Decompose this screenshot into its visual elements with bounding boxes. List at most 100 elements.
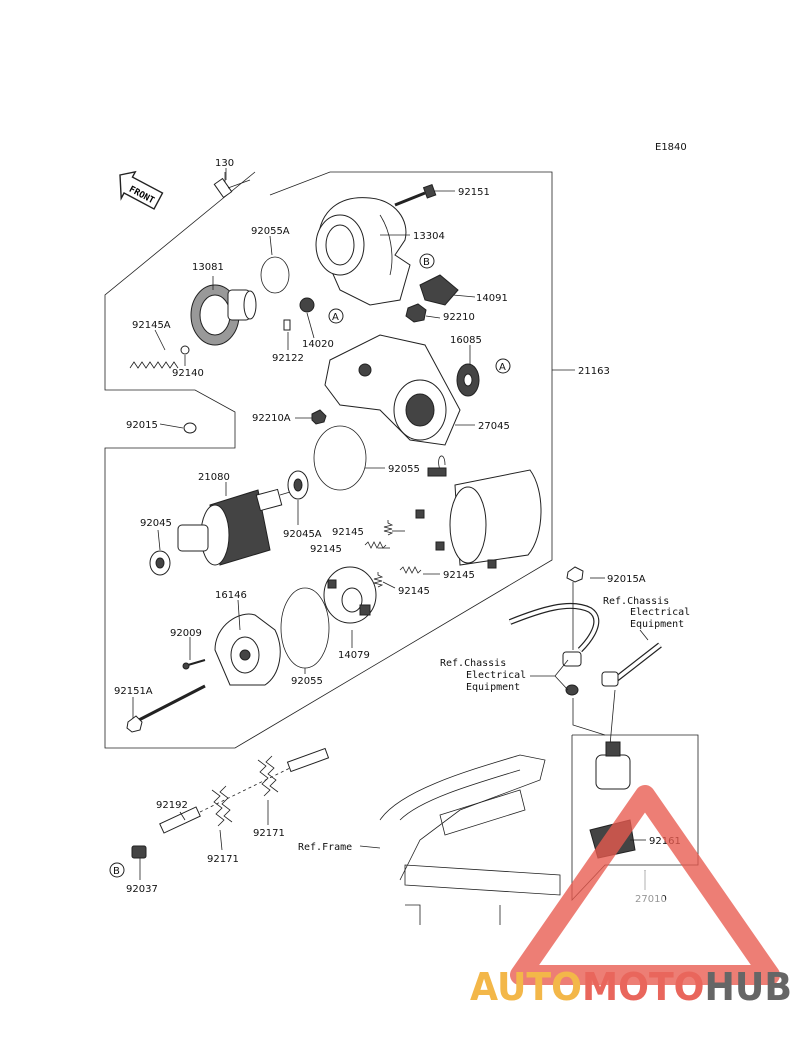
svg-text:B: B: [423, 257, 430, 268]
spring-92145A: [129, 361, 179, 369]
watermark-hub: HUB: [705, 965, 792, 1009]
bearing-92045A: [287, 470, 309, 500]
clutch-13081: [190, 284, 257, 346]
leader-cable-solenoid: [572, 698, 606, 736]
label-92145-b: 92145: [310, 544, 342, 555]
assembly-frame: [104, 171, 553, 749]
cable-clip-92171-b: [257, 755, 279, 797]
nut-92015A: [566, 566, 584, 583]
ref-chassis-left-line3: Equipment: [466, 682, 520, 693]
svg-text:A: A: [332, 312, 339, 323]
callout-a-2: A: [495, 358, 511, 374]
label-92145A: 92145A: [132, 320, 171, 331]
bolt-92151: [394, 183, 437, 207]
spring-92145-3: [399, 566, 422, 574]
label-27045: 27045: [478, 421, 510, 432]
label-14020: 14020: [302, 339, 334, 350]
cover-14091: [419, 274, 459, 306]
bolt-130: [213, 172, 251, 199]
gear-16085: [456, 363, 480, 397]
yoke-field-coil: [415, 455, 542, 569]
leader-cable-solenoid-2: [609, 689, 616, 746]
ball-92140: [180, 345, 190, 355]
label-16146: 16146: [215, 590, 247, 601]
label-92171-b: 92171: [253, 828, 285, 839]
label-21163: 21163: [578, 366, 610, 377]
label-92210A: 92210A: [252, 413, 291, 424]
brush-holder-14079: [323, 566, 377, 624]
svg-text:A: A: [499, 362, 506, 373]
label-92192: 92192: [156, 800, 188, 811]
end-cover-16146: [214, 613, 281, 686]
label-92015: 92015: [126, 420, 158, 431]
oring-92055A: [260, 256, 290, 294]
label-16085: 16085: [450, 335, 482, 346]
callout-a-1: A: [328, 308, 344, 324]
clamp-92037: [131, 845, 147, 859]
label-92122: 92122: [272, 353, 304, 364]
label-92145-c: 92145: [443, 570, 475, 581]
svg-text:AUTOMOTOHUB: AUTOMOTOHUB: [470, 965, 792, 1009]
label-14079: 14079: [338, 650, 370, 661]
label-92161: 92161: [649, 836, 681, 847]
oring-92055-lower: [280, 587, 330, 669]
bearing-92045: [149, 550, 171, 576]
ref-chassis-right-line3: Equipment: [630, 619, 684, 630]
ref-chassis-right-line1: Ref.Chassis: [603, 596, 669, 607]
label-92145-a: 92145: [332, 527, 364, 538]
tube-92192: [159, 747, 330, 834]
battery-cable: [508, 602, 662, 696]
ref-chassis-left-line2: Electrical: [466, 670, 526, 681]
callout-b-1: B: [419, 253, 435, 269]
leader-lines: [132, 168, 649, 890]
watermark-moto: MOTO: [582, 965, 705, 1009]
label-92145-d: 92145: [398, 586, 430, 597]
cable-clip-92171-a: [211, 785, 233, 827]
label-130: 130: [215, 158, 234, 169]
frame-structure: [379, 754, 561, 925]
pin-92122: [283, 319, 291, 331]
label-92151A: 92151A: [114, 686, 153, 697]
label-92037: 92037: [126, 884, 158, 895]
callout-b-2: B: [109, 862, 125, 878]
armature-21080: [177, 488, 291, 566]
ref-frame: Ref.Frame: [298, 842, 352, 853]
label-13081: 13081: [192, 262, 224, 273]
spring-92145-4: [373, 572, 384, 588]
dash-line-clips: [199, 767, 291, 813]
label-92045: 92045: [140, 518, 172, 529]
bolt-92151A: [126, 684, 206, 733]
label-92055-b: 92055: [291, 676, 323, 687]
label-13304: 13304: [413, 231, 445, 242]
ref-chassis-left-line1: Ref.Chassis: [440, 658, 506, 669]
label-92009: 92009: [170, 628, 202, 639]
label-92055A: 92055A: [251, 226, 290, 237]
label-92140: 92140: [172, 368, 204, 379]
spring-92145-1: [383, 520, 394, 536]
diagram-code: E1840: [655, 142, 687, 153]
gear-housing-27045: [324, 334, 461, 446]
gear-14020: [299, 297, 315, 313]
watermark-auto: AUTO: [470, 965, 582, 1009]
housing-13304: [315, 197, 411, 306]
automotohub-watermark-logo: AUTOMOTOHUB: [470, 785, 792, 1009]
spring-92145-2: [364, 541, 387, 549]
seal-92015: [183, 422, 197, 434]
solenoid-frame: [571, 734, 699, 902]
label-21080: 21080: [198, 472, 230, 483]
label-92055-a: 92055: [388, 464, 420, 475]
nut-92210A: [311, 409, 327, 425]
label-92151: 92151: [458, 187, 490, 198]
oring-92055-upper: [313, 425, 367, 491]
label-92015A: 92015A: [607, 574, 646, 585]
ref-chassis-right-line2: Electrical: [630, 607, 690, 618]
label-92210: 92210: [443, 312, 475, 323]
label-92171-a: 92171: [207, 854, 239, 865]
nut-92210: [405, 303, 427, 323]
front-arrow-icon: FRONT: [119, 170, 164, 210]
label-14091: 14091: [476, 293, 508, 304]
svg-text:B: B: [113, 866, 120, 877]
screw-92009: [182, 659, 206, 670]
label-92045A: 92045A: [283, 529, 322, 540]
